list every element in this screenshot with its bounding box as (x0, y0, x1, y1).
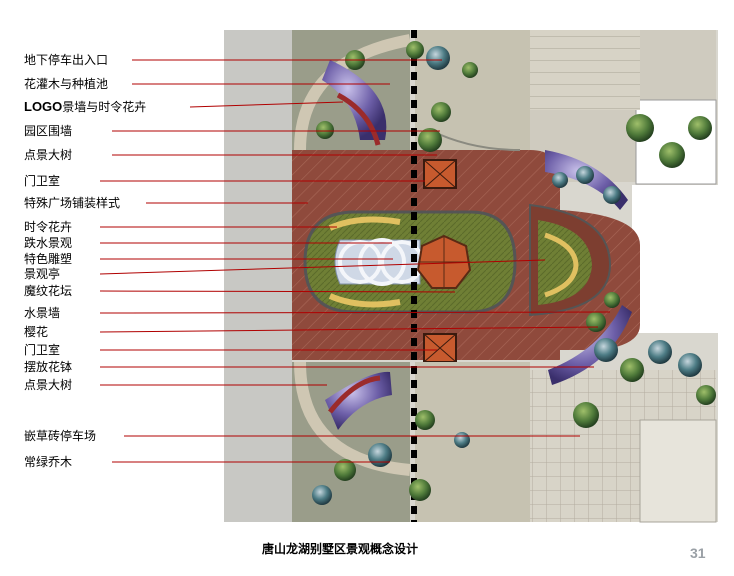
label-water-wall: 水景墙 (24, 306, 61, 320)
bottom-lawn-right (415, 362, 530, 522)
bottom-logo-wall (328, 375, 381, 414)
right-flower-arc (544, 232, 579, 298)
label-flower-pots: 摆放花钵 (24, 360, 73, 374)
label-underground-parking-entrance: 地下停车出入口 (24, 53, 109, 67)
label-gatehouse-1: 门卫室 (24, 174, 61, 188)
label-pavilion: 景观亭 (24, 267, 61, 281)
top-right-parking (530, 30, 640, 110)
label-water-cascade: 跌水景观 (24, 236, 73, 250)
tree-group (312, 41, 716, 505)
water-ring-2 (358, 238, 406, 286)
label-logo-wall: LOGO景墙与时令花卉 (24, 99, 147, 115)
page-number: 31 (690, 545, 706, 561)
label-feature-tree-1: 点景大树 (24, 148, 73, 162)
label-cherry-blossom: 樱花 (24, 325, 49, 339)
leader-lines (99, 59, 611, 463)
top-logo-wall (336, 92, 381, 146)
label-feature-sculpture: 特色雕塑 (24, 252, 73, 266)
label-plaza-paving: 特殊广场铺装样式 (24, 196, 121, 210)
label-grass-paver-parking: 嵌草砖停车场 (24, 429, 97, 443)
bottom-purple-bed (325, 371, 392, 430)
label-logo-text: LOGO (24, 99, 63, 114)
label-shrubs-and-planters: 花灌木与种植池 (24, 77, 109, 91)
flower-arc-bottom (328, 293, 401, 308)
bottom-curved-wall (294, 361, 411, 476)
label-gatehouse-2: 门卫室 (24, 343, 61, 357)
top-right-building (635, 99, 717, 185)
bottom-right-building (639, 419, 717, 523)
label-feature-tree-2: 点景大树 (24, 378, 73, 392)
left-road (224, 30, 292, 522)
right-flowerbed (538, 220, 592, 305)
footer-title: 唐山龙湖别墅区景观概念设计 (261, 542, 418, 556)
label-park-wall: 园区围墙 (24, 124, 73, 138)
top-purple-bed (322, 60, 387, 140)
right-shrub-band-bottom (548, 305, 632, 385)
label-logo-rest: 景墙与时令花卉 (62, 100, 147, 114)
label-evergreen-trees: 常绿乔木 (24, 455, 73, 469)
right-building (632, 185, 718, 333)
flower-arc-top (328, 216, 401, 231)
label-pattern-flowerbed: 魔纹花坛 (24, 284, 73, 298)
bottom-planting-area (292, 362, 410, 522)
label-seasonal-flowers: 时令花卉 (24, 220, 73, 234)
